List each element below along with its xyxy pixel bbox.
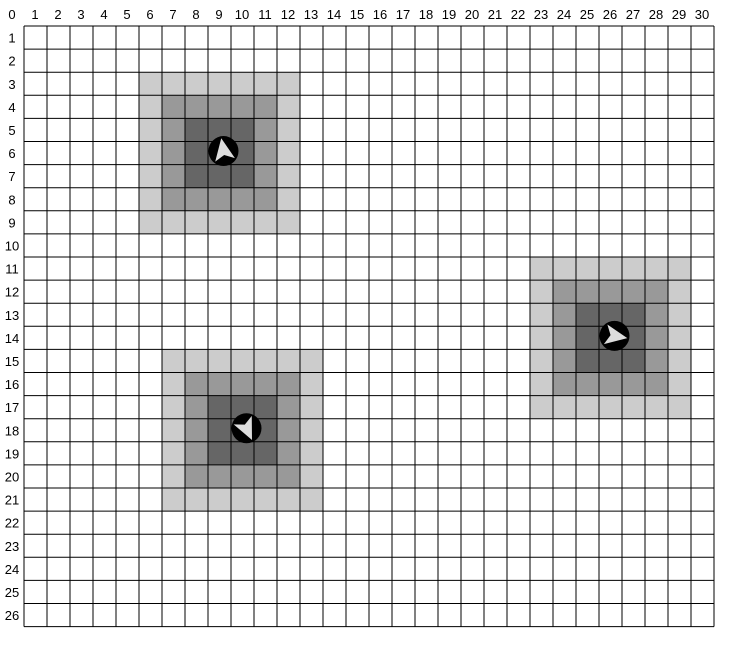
row-label: 18 bbox=[5, 423, 19, 438]
units-layer bbox=[208, 136, 630, 444]
row-label: 22 bbox=[5, 516, 19, 531]
column-label: 25 bbox=[580, 7, 594, 22]
row-label: 2 bbox=[8, 54, 15, 69]
column-label: 27 bbox=[626, 7, 640, 22]
row-label: 12 bbox=[5, 285, 19, 300]
column-label: 3 bbox=[77, 7, 84, 22]
column-label: 16 bbox=[373, 7, 387, 22]
column-label: 15 bbox=[350, 7, 364, 22]
row-label: 4 bbox=[8, 100, 15, 115]
row-label: 17 bbox=[5, 400, 19, 415]
row-label: 11 bbox=[5, 262, 19, 277]
row-label: 26 bbox=[5, 608, 19, 623]
column-label: 11 bbox=[258, 7, 272, 22]
row-label: 15 bbox=[5, 354, 19, 369]
column-label: 20 bbox=[465, 7, 479, 22]
column-label: 23 bbox=[534, 7, 548, 22]
row-label: 6 bbox=[8, 146, 15, 161]
column-label: 12 bbox=[281, 7, 295, 22]
row-label: 9 bbox=[8, 215, 15, 230]
row-label: 16 bbox=[5, 377, 19, 392]
row-label: 10 bbox=[5, 238, 19, 253]
row-label: 13 bbox=[5, 308, 19, 323]
column-label: 28 bbox=[649, 7, 663, 22]
row-label: 21 bbox=[5, 493, 19, 508]
column-label: 8 bbox=[192, 7, 199, 22]
arrow-icon bbox=[233, 415, 252, 441]
row-label: 7 bbox=[8, 169, 15, 184]
row-label: 8 bbox=[8, 192, 15, 207]
row-label: 25 bbox=[5, 585, 19, 600]
unit-3[interactable] bbox=[231, 413, 262, 444]
row-label: 23 bbox=[5, 539, 19, 554]
row-label: 5 bbox=[8, 123, 15, 138]
column-label: 10 bbox=[235, 7, 249, 22]
row-label: 24 bbox=[5, 562, 19, 577]
unit-1[interactable] bbox=[208, 136, 239, 167]
column-label: 21 bbox=[488, 7, 502, 22]
column-label: 6 bbox=[146, 7, 153, 22]
column-label: 26 bbox=[603, 7, 617, 22]
column-label: 19 bbox=[442, 7, 456, 22]
row-label: 3 bbox=[8, 77, 15, 92]
column-label: 4 bbox=[100, 7, 107, 22]
row-label: 1 bbox=[8, 31, 15, 46]
column-label: 29 bbox=[672, 7, 686, 22]
column-label: 13 bbox=[304, 7, 318, 22]
grid-lines bbox=[23, 25, 715, 628]
column-label: 7 bbox=[169, 7, 176, 22]
row-label: 19 bbox=[5, 446, 19, 461]
row-labels: 1234567891011121314151617181920212223242… bbox=[5, 31, 19, 623]
row-label: 14 bbox=[5, 331, 19, 346]
arrow-icon bbox=[603, 324, 628, 345]
column-label: 18 bbox=[419, 7, 433, 22]
column-label: 0 bbox=[8, 7, 15, 22]
column-label: 30 bbox=[695, 7, 709, 22]
column-label: 22 bbox=[511, 7, 525, 22]
row-label: 20 bbox=[5, 469, 19, 484]
unit-2[interactable] bbox=[599, 320, 630, 351]
column-label: 9 bbox=[215, 7, 222, 22]
column-label: 14 bbox=[327, 7, 341, 22]
column-label: 1 bbox=[31, 7, 38, 22]
column-label: 5 bbox=[123, 7, 130, 22]
column-label: 2 bbox=[54, 7, 61, 22]
column-label: 17 bbox=[396, 7, 410, 22]
column-label: 24 bbox=[557, 7, 571, 22]
arrow-icon bbox=[215, 138, 235, 162]
